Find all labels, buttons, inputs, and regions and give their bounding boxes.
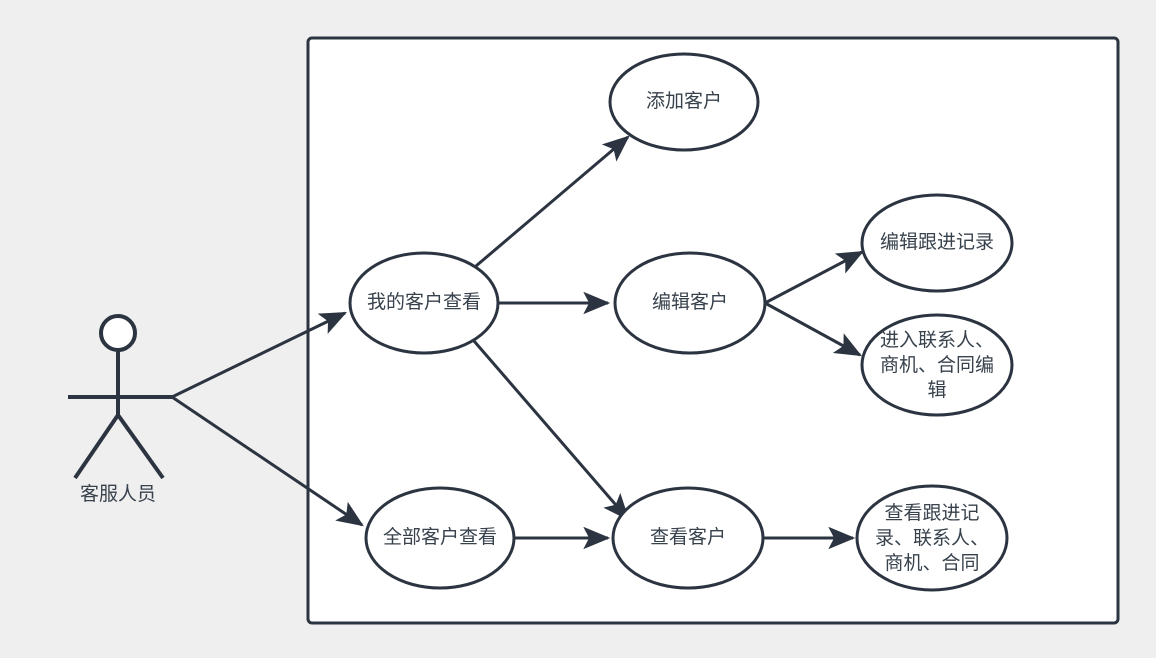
use-case-edit-followup-record[interactable]: 编辑跟进记录 bbox=[860, 193, 1014, 293]
use-case-label-line-3: 辑 bbox=[927, 379, 946, 401]
use-case-all-customer-view[interactable]: 全部客户查看 bbox=[364, 486, 516, 590]
use-case-label: 查看客户 bbox=[650, 526, 726, 548]
use-case-enter-contact-opportunity-contract-edit[interactable]: 进入联系人、 商机、合同编 辑 bbox=[860, 313, 1014, 417]
use-case-my-customer-view[interactable]: 我的客户查看 bbox=[348, 251, 500, 355]
use-case-label-line-1: 查看跟进记 bbox=[884, 502, 979, 524]
use-case-add-customer[interactable]: 添加客户 bbox=[608, 52, 760, 152]
use-case-label-line-1: 进入联系人、 bbox=[880, 329, 994, 351]
use-case-label: 编辑跟进记录 bbox=[880, 231, 994, 253]
actor-customer-service: 客服人员 bbox=[68, 314, 172, 505]
use-case-label-line-2: 商机、合同编 bbox=[880, 354, 994, 376]
use-case-label-line-2: 录、联系人、 bbox=[875, 527, 989, 549]
use-case-ellipse[interactable] bbox=[611, 486, 765, 590]
actor-leg-left bbox=[73, 413, 120, 480]
connection-edit-customer-to-enter-contact-edit bbox=[764, 301, 862, 357]
connection-my-customer-view-to-view-customer bbox=[472, 340, 630, 521]
use-case-edit-customer[interactable]: 编辑客户 bbox=[613, 251, 767, 355]
use-case-ellipse[interactable] bbox=[348, 251, 500, 355]
use-case-view-customer[interactable]: 查看客户 bbox=[611, 486, 765, 590]
use-case-label: 添加客户 bbox=[646, 90, 722, 112]
actor-head-icon bbox=[99, 314, 137, 352]
connection-actor-to-my-customer-view bbox=[171, 311, 348, 399]
use-case-ellipse[interactable] bbox=[364, 486, 516, 590]
use-case-label: 全部客户查看 bbox=[383, 526, 497, 548]
use-case-label: 我的客户查看 bbox=[367, 291, 481, 313]
use-case-ellipse[interactable] bbox=[608, 52, 760, 152]
use-case-view-followup-contact-opportunity-contract[interactable]: 查看跟进记 录、联系人、 商机、合同 bbox=[855, 484, 1009, 592]
use-case-ellipse[interactable] bbox=[613, 251, 767, 355]
use-case-ellipse[interactable] bbox=[860, 193, 1014, 293]
use-case-ellipse[interactable] bbox=[860, 313, 1014, 417]
use-case-label: 编辑客户 bbox=[652, 291, 728, 313]
actor-leg-right bbox=[116, 413, 165, 480]
use-case-label-line-3: 商机、合同 bbox=[884, 552, 979, 574]
connection-lines bbox=[171, 135, 864, 550]
actor-label: 客服人员 bbox=[80, 483, 156, 505]
use-case-ellipse[interactable] bbox=[855, 484, 1009, 592]
connection-my-customer-view-to-add-customer bbox=[475, 135, 630, 268]
connection-actor-to-all-customer-view bbox=[171, 395, 364, 527]
connection-edit-customer-to-edit-followup-record bbox=[764, 250, 864, 305]
